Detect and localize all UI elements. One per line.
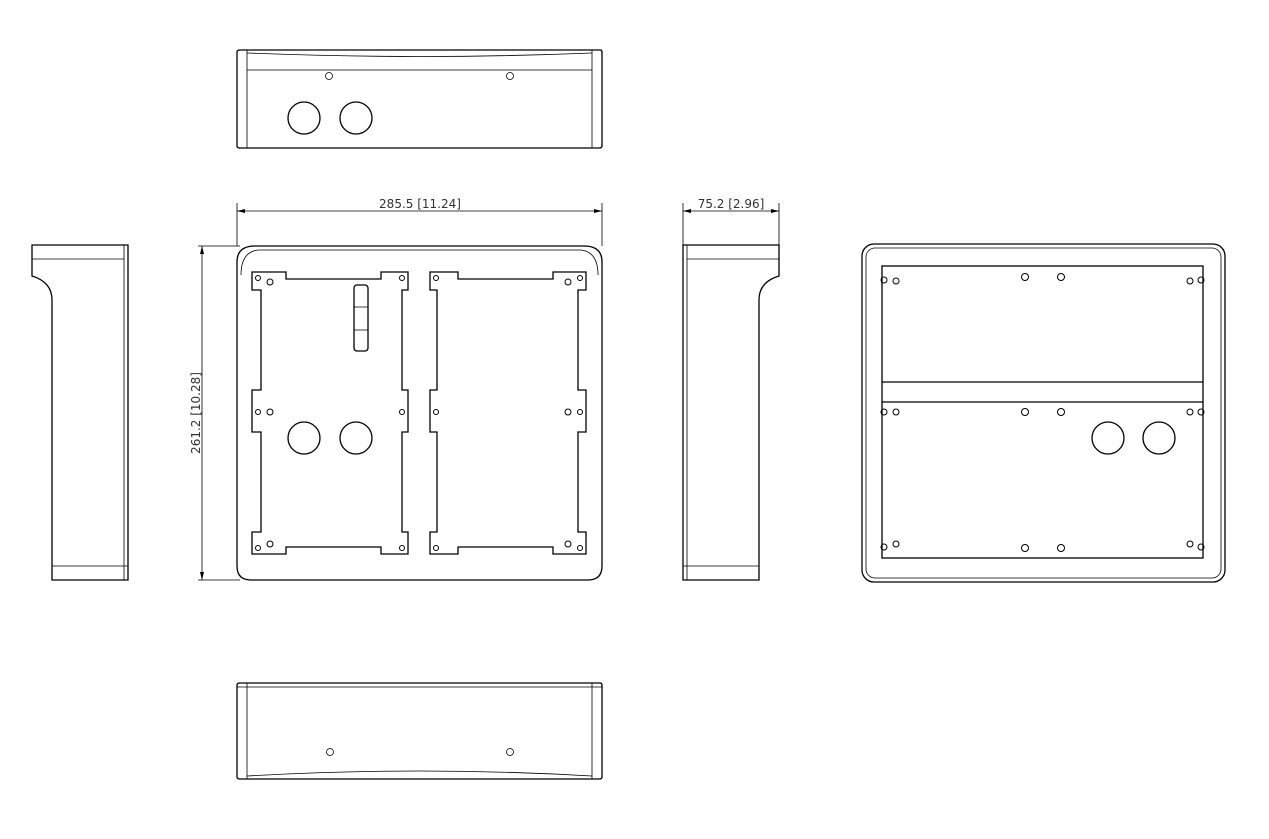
cable-entry-hole [287, 421, 321, 455]
height-dimension: 261.2 [10.28] [189, 245, 240, 581]
screw-hole [326, 748, 334, 756]
screw-hole [325, 72, 333, 80]
cable-entry-hole [287, 101, 321, 135]
left-side-view [31, 244, 129, 581]
rear-view [861, 243, 1226, 583]
front-view [236, 245, 603, 581]
cable-entry-hole [339, 421, 373, 455]
cable-entry-hole [1142, 421, 1176, 455]
cable-entry-hole [1091, 421, 1125, 455]
mounting-plate-left [251, 271, 409, 555]
width-dimension-label: 285.5 [11.24] [379, 197, 461, 211]
bottom-view [236, 682, 603, 780]
right-side-view [682, 244, 780, 581]
top-view [236, 49, 603, 149]
width-dimension: 285.5 [11.24] [236, 197, 603, 246]
screw-hole [506, 72, 514, 80]
screw-hole [506, 748, 514, 756]
cable-entry-hole [339, 101, 373, 135]
mounting-plate-right [429, 271, 587, 555]
slot [353, 284, 369, 352]
height-dimension-label: 261.2 [10.28] [189, 372, 203, 454]
depth-dimension: 75.2 [2.96] [682, 197, 780, 246]
depth-dimension-label: 75.2 [2.96] [698, 197, 765, 211]
